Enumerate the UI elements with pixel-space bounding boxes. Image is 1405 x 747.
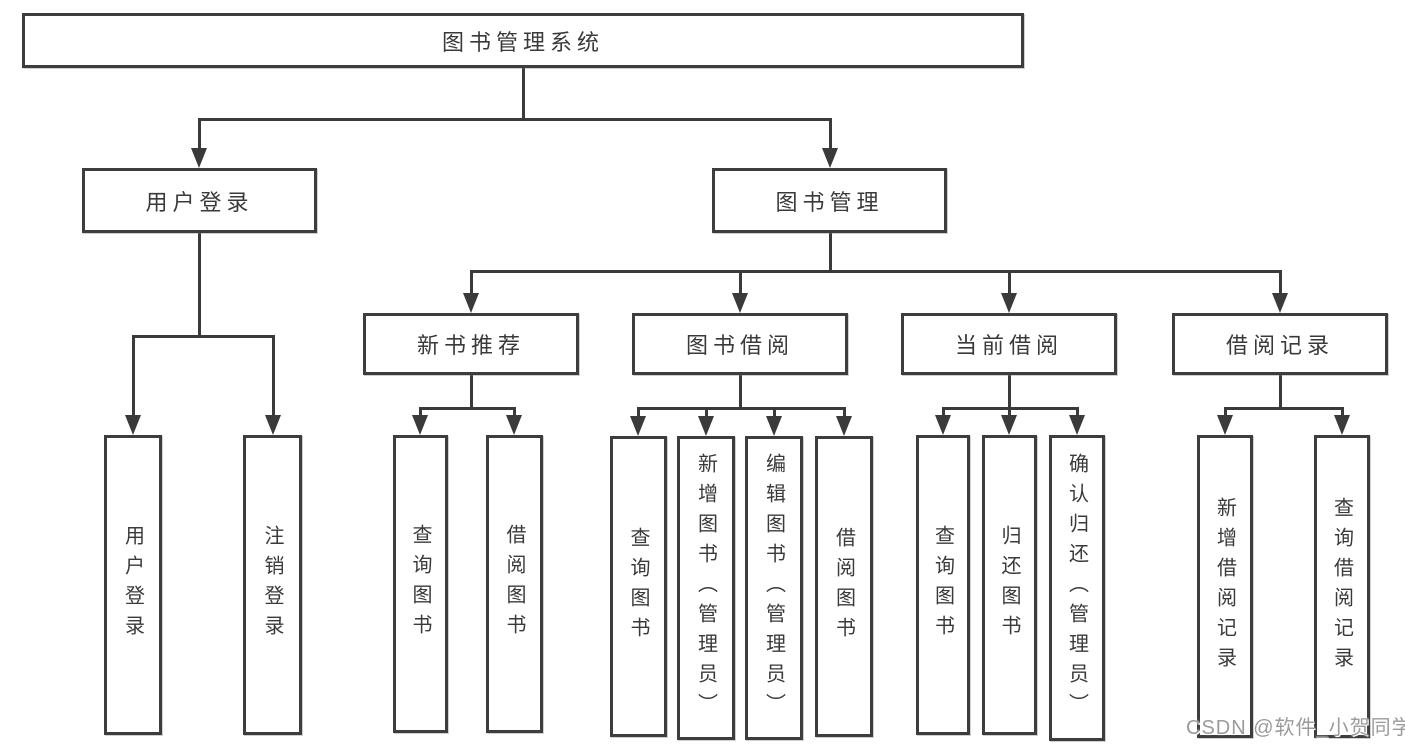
connector-drop	[704, 407, 708, 418]
node-label: 图书借阅	[685, 333, 794, 358]
connector-drop	[512, 407, 516, 417]
connector-drop	[941, 407, 945, 417]
arrow-down-icon	[836, 416, 852, 436]
node-edit-books-admin: 编辑图书（管理员）	[745, 436, 803, 740]
arrow-down-icon	[630, 416, 646, 436]
node-book-borrowing: 图书借阅	[632, 313, 848, 375]
connector-drop	[1075, 407, 1079, 417]
arrow-down-icon	[1001, 293, 1017, 313]
node-user-login: 用户登录	[82, 168, 317, 233]
arrow-down-icon	[1334, 415, 1350, 435]
arrow-down-icon	[412, 415, 428, 435]
connector-drop	[828, 118, 832, 150]
node-label: 查询图书	[627, 526, 649, 647]
connector-stem	[738, 375, 742, 410]
node-label: 当前借阅	[954, 333, 1063, 358]
connector-drop	[197, 118, 201, 150]
arrow-down-icon	[1069, 415, 1085, 435]
node-query-books-recommend: 查询图书	[393, 435, 448, 733]
arrow-down-icon	[698, 416, 714, 436]
connector-stem	[469, 375, 473, 410]
node-borrowing-records: 借阅记录	[1172, 313, 1388, 375]
arrow-down-icon	[1217, 415, 1233, 435]
node-query-borrowing-record: 查询借阅记录	[1314, 435, 1370, 738]
connector-drop	[772, 407, 776, 418]
node-book-management: 图书管理	[712, 168, 947, 233]
node-current-borrowing: 当前借阅	[901, 313, 1117, 375]
node-borrow-books-recommend: 借阅图书	[486, 435, 543, 733]
connector-drop	[1223, 407, 1227, 417]
node-label: 用户登录	[121, 525, 144, 645]
arrow-down-icon	[732, 293, 748, 313]
node-user-login-leaf: 用户登录	[104, 435, 162, 735]
arrow-down-icon	[265, 415, 281, 435]
connector-drop	[1007, 407, 1011, 417]
arrow-down-icon	[822, 148, 838, 168]
node-label: 编辑图书（管理员）	[762, 453, 785, 723]
connector-bus	[197, 118, 832, 121]
connector-drop	[738, 270, 742, 295]
node-label: 新增图书（管理员）	[694, 453, 717, 723]
connector-bus	[418, 407, 516, 410]
arrow-down-icon	[506, 415, 522, 435]
connector-stem	[828, 233, 832, 273]
node-new-book-recommendation: 新书推荐	[363, 313, 579, 375]
watermark: CSDN @软件_小贺同学	[1186, 717, 1405, 739]
node-label: 查询图书	[931, 525, 954, 645]
connector-drop	[1340, 407, 1344, 417]
connector-stem	[197, 233, 201, 338]
connector-drop	[636, 407, 640, 418]
node-query-books-borrow: 查询图书	[610, 436, 667, 737]
arrow-down-icon	[463, 293, 479, 313]
connector-drop	[1278, 270, 1282, 295]
connector-stem	[1278, 375, 1282, 410]
connector-drop	[469, 270, 473, 295]
node-label: 图书管理	[775, 189, 884, 215]
arrow-down-icon	[191, 148, 207, 168]
node-add-books-admin: 新增图书（管理员）	[677, 436, 735, 740]
connector-drop	[842, 407, 846, 418]
connector-bus	[469, 270, 1282, 273]
node-label: 归还图书	[998, 525, 1020, 645]
node-borrow-books: 借阅图书	[815, 436, 873, 737]
connector-drop	[418, 407, 422, 417]
node-label: 借阅图书	[832, 526, 855, 647]
node-label: 查询借阅记录	[1330, 496, 1353, 677]
arrow-down-icon	[1272, 293, 1288, 313]
connector-stem	[521, 68, 525, 121]
node-label: 借阅记录	[1225, 333, 1334, 358]
node-label: 图书管理系统	[441, 29, 604, 55]
node-add-borrowing-record: 新增借阅记录	[1197, 435, 1253, 738]
arrow-down-icon	[766, 416, 782, 436]
connector-drop	[1007, 270, 1011, 295]
node-label: 注销登录	[261, 525, 283, 645]
node-confirm-return-admin: 确认归还（管理员）	[1049, 435, 1105, 741]
connector-bus	[1223, 407, 1344, 410]
node-label: 新增借阅记录	[1213, 496, 1236, 677]
connector-drop	[131, 335, 135, 417]
node-label: 查询图书	[409, 524, 431, 644]
node-return-books: 归还图书	[982, 435, 1037, 735]
arrow-down-icon	[125, 415, 141, 435]
node-query-books-current: 查询图书	[916, 435, 970, 735]
connector-bus	[131, 335, 275, 338]
node-logout-leaf: 注销登录	[243, 435, 302, 735]
node-library-management-system: 图书管理系统	[22, 13, 1024, 68]
connector-bus	[636, 407, 846, 410]
node-label: 用户登录	[145, 189, 254, 215]
node-label: 确认归还（管理员）	[1065, 453, 1088, 723]
arrow-down-icon	[1001, 415, 1017, 435]
connector-drop	[271, 335, 275, 417]
connector-stem	[1007, 375, 1011, 410]
arrow-down-icon	[935, 415, 951, 435]
node-label: 新书推荐	[416, 333, 525, 358]
node-label: 借阅图书	[503, 524, 525, 644]
